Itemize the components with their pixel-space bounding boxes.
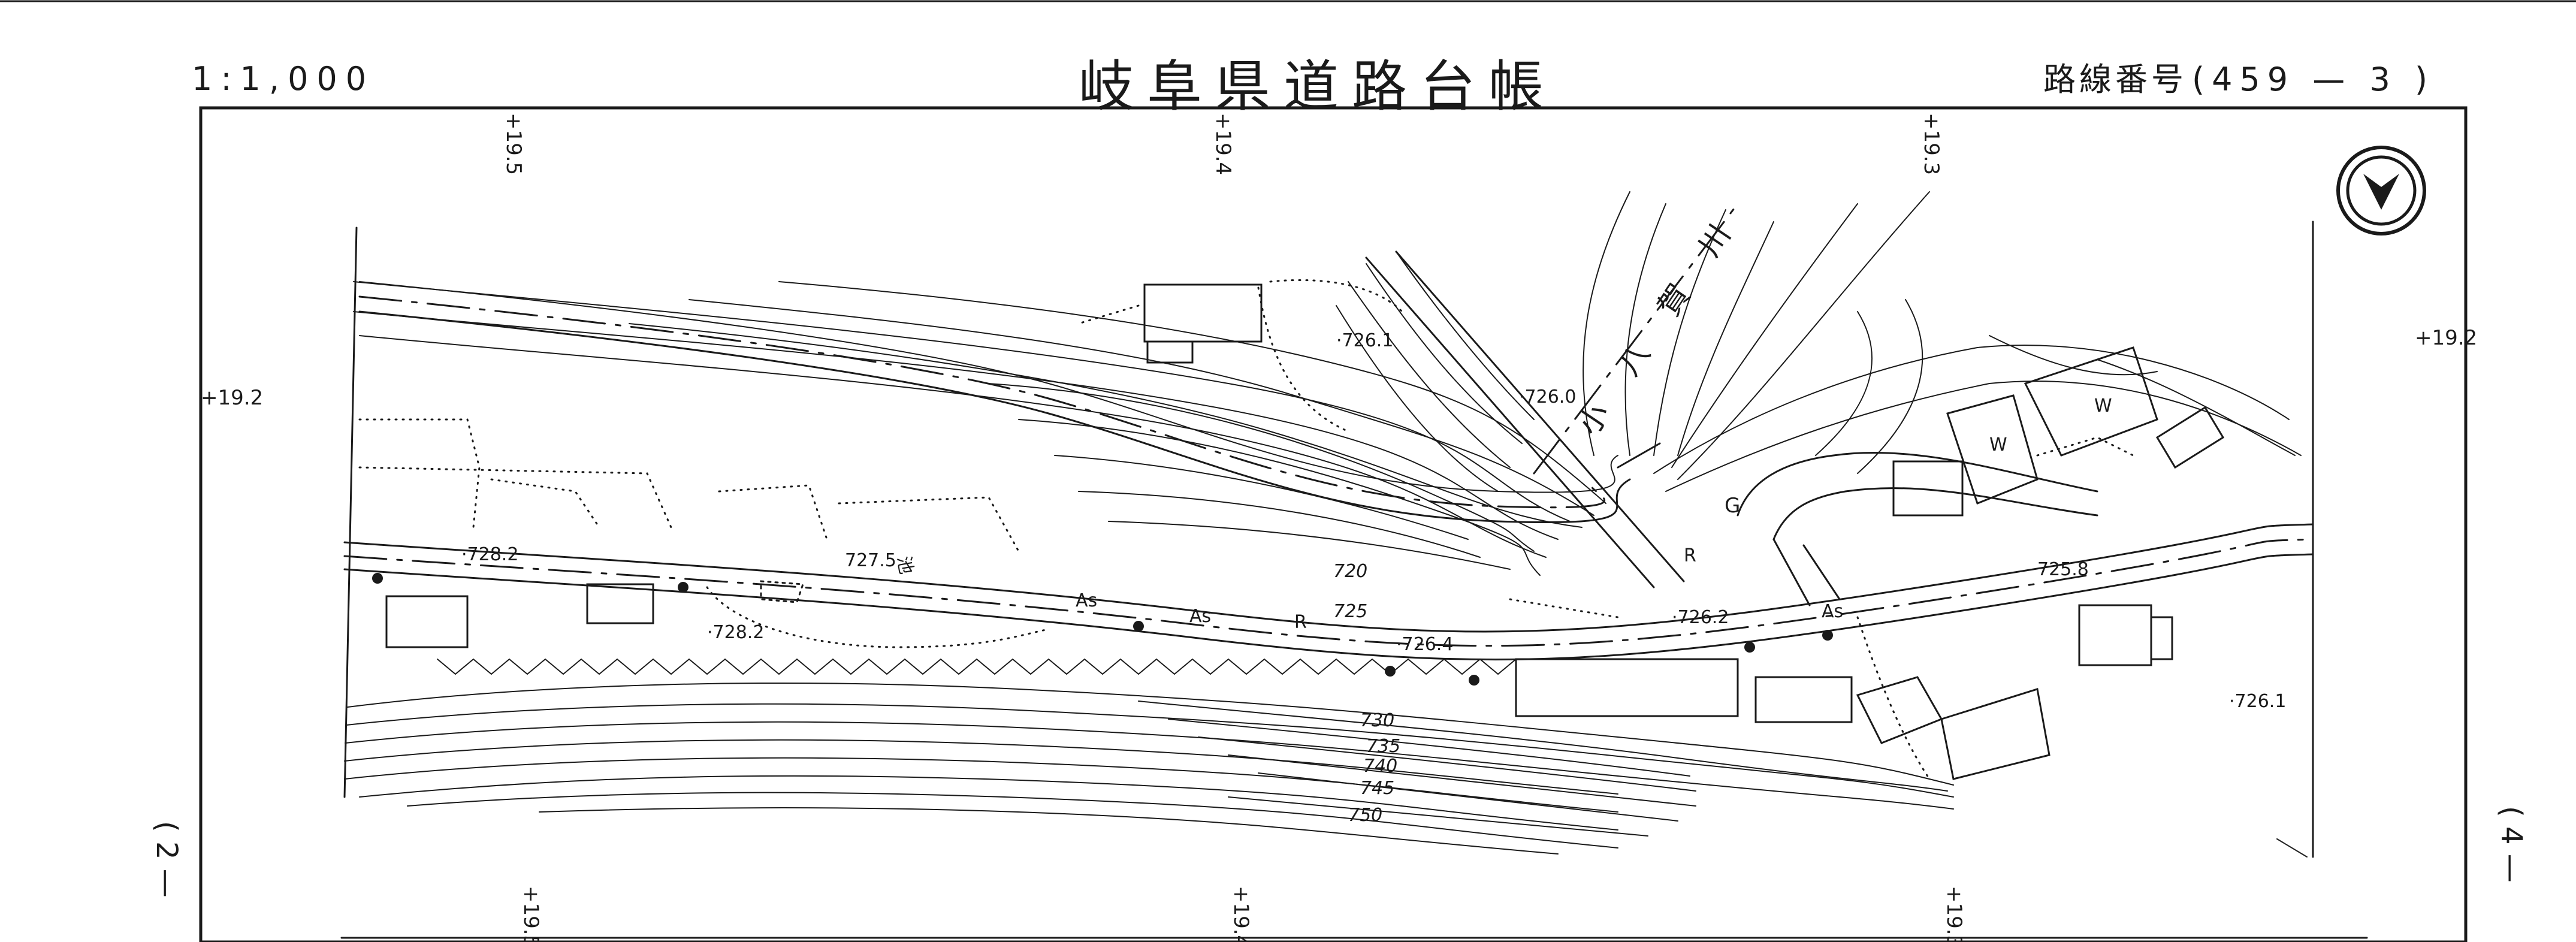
station-labels: +19.5 +19.4 +19.3 +19.5 +19.4 +19.3 +19.… [201,113,2477,942]
symbol-gravel: G [1725,494,1740,518]
station-top-2: +19.4 [1211,113,1235,175]
contour-labels: 720 725 730 735 740 745 750 [1333,561,1400,826]
contours-south [344,683,1954,855]
route-number-value: (459 — 3 ) [2192,61,2435,98]
symbol-asphalt-2: As [1189,606,1211,627]
contour-730: 730 [1360,710,1394,731]
contour-720: 720 [1333,561,1367,582]
map-symbols: As As As R R G W W 池 [893,395,2112,633]
drawing-edge-left [343,227,358,798]
station-left: +19.2 [201,386,263,410]
bridge [1365,250,1685,588]
symbol-asphalt-3: As [1822,601,1843,622]
map-scale: 1:1,000 [192,60,375,98]
symbol-river-1: R [1294,612,1307,633]
elev-726-2: ·726.2 [1672,607,1729,628]
elev-727-5: 727.5 [845,550,896,571]
survey-points [372,573,1833,686]
elev-726-1-east: ·726.1 [2229,691,2286,712]
station-bottom-3: +19.3 [1942,886,1966,942]
map-frame [199,106,2468,942]
station-right: +19.2 [2415,326,2477,350]
elevation-labels: ·726.1 ·726.0 ·728.2 727.5 ·728.2 ·726.4… [461,330,2286,712]
route-number: 路線番号(459 — 3 ) [2043,53,2435,100]
station-top-3: +19.3 [1919,113,1943,175]
elev-726-0: ·726.0 [1519,387,1576,407]
elev-728-2-yard: ·728.2 [707,622,764,643]
contour-745: 745 [1360,778,1394,799]
river-kohachiga [358,203,1739,524]
contour-750: 750 [1348,805,1382,826]
north-arrow-icon [2336,146,2426,236]
symbol-river-2: R [1684,545,1696,566]
buildings [385,283,2225,780]
branch-road [1737,451,2098,606]
contour-735: 735 [1366,736,1400,757]
station-bottom-1: +19.5 [519,886,543,942]
contour-740: 740 [1363,756,1397,777]
main-road [343,523,2314,661]
symbol-wall-1: W [1989,434,2007,455]
symbol-pond: 池 [893,554,917,576]
contour-725: 725 [1333,601,1367,622]
symbol-asphalt-1: As [1076,590,1097,611]
symbol-wall-2: W [2094,395,2112,416]
sheet-left: ( 2 — [150,821,183,898]
side-sheet-refs: ( 2 — ( 4 — [150,806,2528,898]
station-top-1: +19.5 [502,113,526,175]
elev-725-8: 725.8 [2037,559,2089,580]
station-bottom-2: +19.4 [1229,886,1253,942]
sheet-right: ( 4 — [2495,806,2528,883]
cliff-hachure [437,658,1517,675]
elev-726-4: ·726.4 [1396,634,1453,655]
elev-726-1-north: ·726.1 [1336,330,1393,351]
contours-north [353,191,2302,576]
route-number-label: 路線番号 [2043,61,2187,98]
elev-728-2-road: ·728.2 [461,544,518,565]
